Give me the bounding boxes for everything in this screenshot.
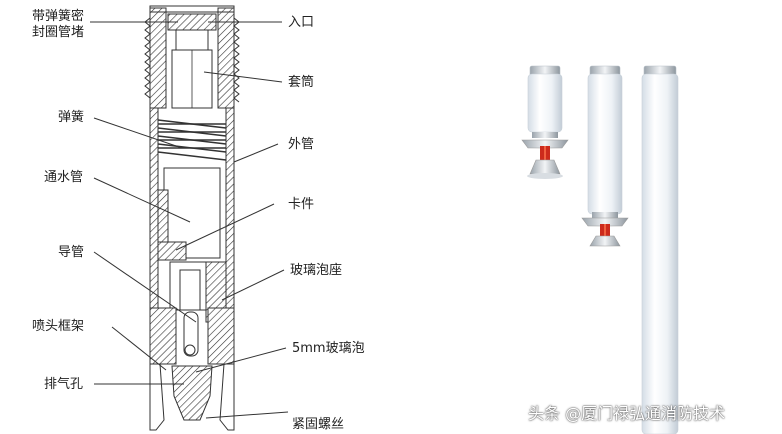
glass-bulb [183,311,199,357]
medium-sprinkler [581,65,629,247]
leader-sleeve [203,71,283,83]
label-bulb-seat: 玻璃泡座 [290,263,342,278]
label-vent-hole: 排气孔 [44,376,83,392]
leader-bulb-5mm [195,347,287,373]
short-sprinkler [521,65,569,179]
outer-pipe-right-wall [225,107,235,309]
watermark-text: 头条 @厦门禄弘通消防技术 [528,404,726,423]
sprinkler-cross-section [144,5,240,431]
bottom-body-right [219,363,235,431]
label-bulb-5mm: 5mm玻璃泡 [292,341,365,356]
leader-outer-pipe [233,143,279,163]
thread-teeth-right [233,17,240,103]
leader-lock-nut [205,411,289,419]
leader-guide-pipe [93,251,197,323]
sprinkler-product-photo [521,65,679,434]
guide-pipe-inner [179,269,201,311]
lock-nut [171,365,213,421]
nozzle-frame-right [207,307,235,365]
label-water-pipe: 通水管 [44,170,83,185]
inlet-fitting-left-wall [149,7,167,109]
label-sleeve: 套筒 [288,74,314,90]
label-inlet: 入口 [288,15,314,30]
label-outer-pipe: 外管 [288,137,314,152]
label-nozzle-frame: 喷头框架 [32,319,84,334]
leader-bulb-seat [221,269,285,301]
label-sealed-plug-line2: 封圈管堵 [32,25,84,40]
label-spring: 弹簧 [58,109,84,125]
label-guide-pipe: 导管 [58,245,84,260]
spring-coils [157,119,227,161]
label-clip: 卡件 [288,197,314,212]
vent-hole-circle [184,344,196,356]
clip [157,241,187,261]
long-sprinkler [641,65,679,434]
nozzle-frame-left [149,307,177,365]
leader-spring [93,117,183,149]
leader-lines [90,21,289,419]
thread-teeth-left [144,17,151,99]
label-lock-nut: 紧固螺丝 [292,417,344,432]
leader-water-pipe [93,177,191,223]
label-sealed-plug-line1: 带弹簧密 [32,8,84,24]
sealed-plug-core [175,29,209,51]
bottom-body [149,363,165,431]
leader-nozzle-frame [111,326,167,371]
leader-clip [175,203,275,251]
inlet-fitting-right-wall [217,7,235,109]
inlet-rim [149,5,235,13]
